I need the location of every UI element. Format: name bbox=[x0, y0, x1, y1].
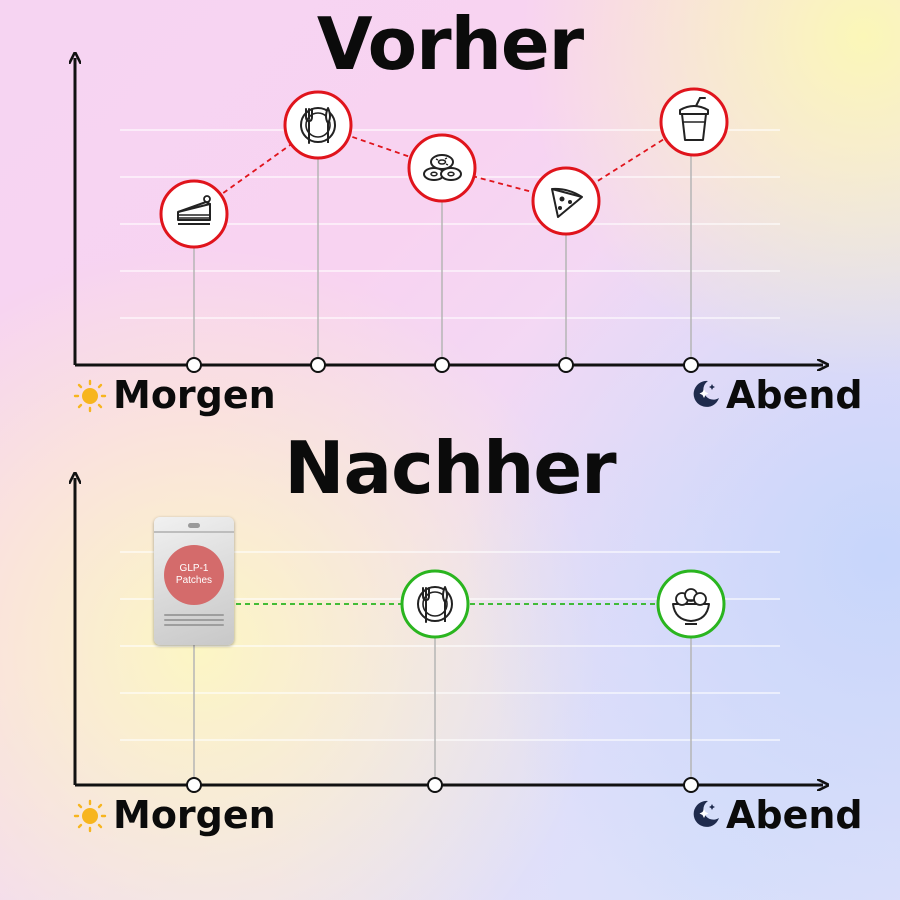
glp1-patch-packet: GLP-1 Patches bbox=[154, 517, 234, 645]
tick-marker bbox=[186, 777, 202, 793]
node-drink bbox=[659, 87, 729, 157]
moon-stars-icon bbox=[693, 380, 719, 407]
sun-icon bbox=[73, 379, 107, 413]
plate-fork-knife-icon bbox=[417, 586, 453, 623]
packet-seal bbox=[154, 531, 234, 533]
plate-fork-knife-icon bbox=[300, 107, 336, 144]
node-donuts bbox=[407, 133, 477, 203]
packet-label-line1: GLP-1 bbox=[179, 563, 209, 574]
tick-marker bbox=[186, 357, 202, 373]
node-plate-before bbox=[283, 90, 353, 160]
node-plate-after bbox=[400, 569, 470, 639]
axis-label-evening-after: Abend bbox=[726, 793, 863, 837]
tick-marker bbox=[434, 357, 450, 373]
axis-label-morning-before: Morgen bbox=[113, 373, 276, 417]
packet-fine-print bbox=[160, 611, 228, 633]
tick-marker bbox=[427, 777, 443, 793]
node-cake bbox=[159, 179, 229, 249]
grid-before bbox=[120, 129, 780, 319]
stems-after bbox=[193, 637, 692, 780]
node-salad bbox=[656, 569, 726, 639]
stems-before bbox=[193, 154, 692, 360]
node-pizza bbox=[531, 166, 601, 236]
packet-label-line2: Patches bbox=[175, 575, 213, 586]
ticks-before bbox=[186, 357, 699, 373]
tick-marker bbox=[310, 357, 326, 373]
packet-hang-hole bbox=[188, 523, 200, 528]
axis-label-morning-after: Morgen bbox=[113, 793, 276, 837]
moon-stars-icon bbox=[693, 800, 719, 827]
sun-icon bbox=[73, 799, 107, 833]
title-after: Nachher bbox=[284, 426, 616, 510]
title-before: Vorher bbox=[316, 2, 584, 86]
tick-marker bbox=[683, 357, 699, 373]
ticks-after bbox=[186, 777, 699, 793]
tick-marker bbox=[558, 357, 574, 373]
axis-label-evening-before: Abend bbox=[726, 373, 863, 417]
packet-label: GLP-1 Patches bbox=[164, 545, 224, 605]
tick-marker bbox=[683, 777, 699, 793]
